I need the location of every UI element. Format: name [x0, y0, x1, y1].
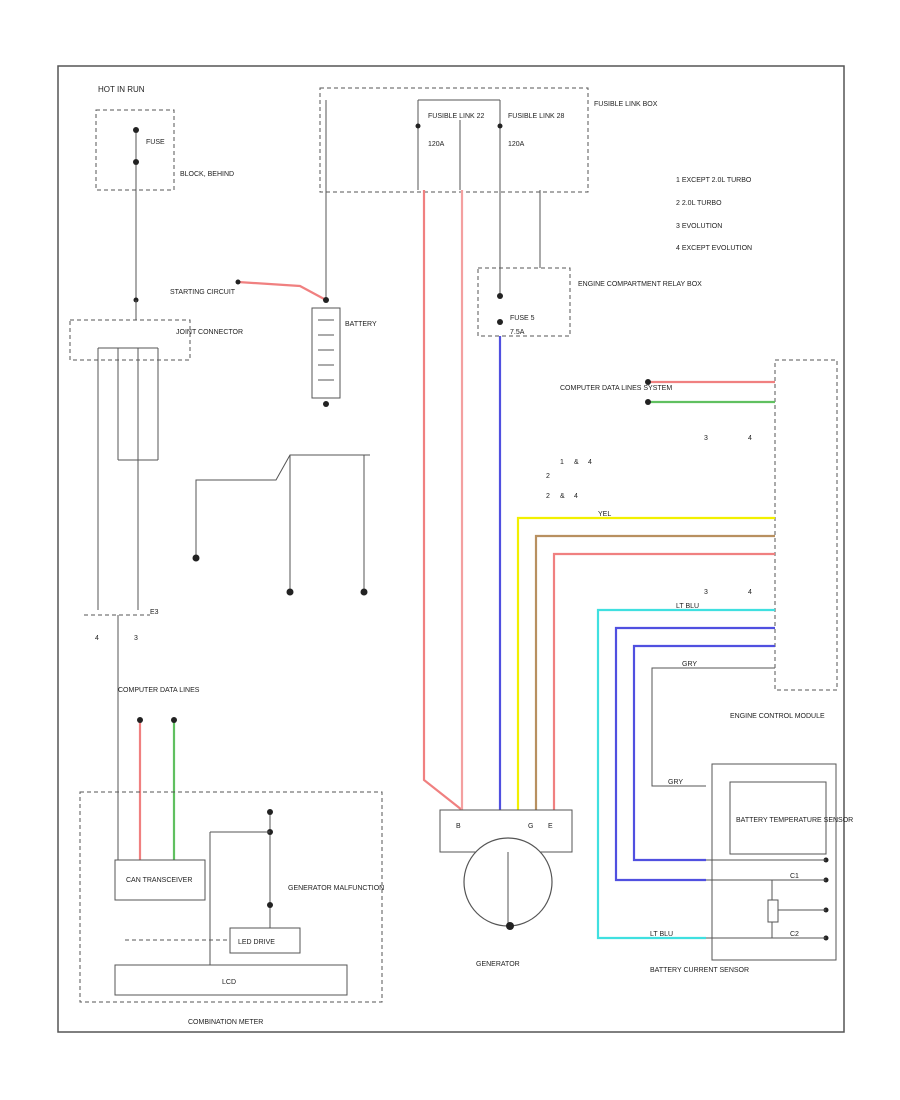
- hot-in-run-label: HOT IN RUN: [98, 85, 145, 94]
- fuse-terminal-top: [133, 127, 139, 133]
- fusible-link-box-label: FUSIBLE LINK BOX: [594, 101, 658, 108]
- svg-text:E3: E3: [150, 609, 159, 616]
- engine-compartment-relay-box-label: ENGINE COMPARTMENT RELAY BOX: [578, 281, 702, 288]
- legend-item-1: 1 EXCEPT 2.0L TURBO: [676, 177, 752, 184]
- wire-lt-blu-label: LT BLU: [676, 603, 699, 610]
- generator-malfunction-label: GENERATOR MALFUNCTION: [288, 885, 384, 892]
- fuse-block-box: [95, 109, 175, 191]
- generator-s-wire: [552, 552, 775, 810]
- battery-label: BATTERY: [345, 321, 377, 328]
- c1-terminal: C1: [790, 873, 799, 880]
- joint-connector-label: JOINT CONNECTOR: [176, 329, 243, 336]
- lt-blu-wire: [596, 608, 775, 940]
- svg-text:4: 4: [748, 435, 752, 442]
- diagram-frame: [57, 65, 845, 1033]
- wire-yel-label: YEL: [598, 511, 611, 518]
- lcd-box: [114, 964, 348, 996]
- fusible-link-box: [319, 87, 589, 193]
- joint-connector-box: [69, 319, 191, 361]
- blue-wire-2: [632, 644, 775, 862]
- svg-text:&: &: [574, 459, 579, 466]
- computer-data-lines-system-label: COMPUTER DATA LINES SYSTEM: [560, 385, 672, 392]
- c2-terminal: C2: [790, 931, 799, 938]
- svg-text:&: &: [560, 493, 565, 500]
- generator-g-terminal: G: [528, 823, 533, 830]
- fusible-link-22-amp: 120A: [428, 141, 445, 148]
- current-sense-resistor: [767, 899, 779, 923]
- legend-item-3: 3 EVOLUTION: [676, 223, 722, 230]
- battery-current-sensor-label: BATTERY CURRENT SENSOR: [650, 967, 749, 974]
- generator-l-wire: [516, 516, 775, 810]
- gry-wire: [651, 667, 775, 787]
- starting-circuit-label: STARTING CIRCUIT: [170, 289, 236, 296]
- legend-item-2: 2 2.0L TURBO: [676, 200, 722, 207]
- svg-text:4: 4: [95, 635, 99, 642]
- generator-b-wire-1: [422, 190, 463, 811]
- svg-text:3: 3: [704, 435, 708, 442]
- svg-text:LT BLU: LT BLU: [650, 931, 673, 938]
- led-drive-label: LED DRIVE: [238, 939, 275, 946]
- fusible-link-28-label: FUSIBLE LINK 28: [508, 113, 565, 120]
- fusible-link-28-amp: 120A: [508, 141, 525, 148]
- svg-text:4: 4: [748, 589, 752, 596]
- can-transceiver-box: [114, 859, 206, 901]
- svg-text:GRY: GRY: [668, 779, 683, 786]
- generator-e-terminal: E: [548, 823, 553, 830]
- svg-text:3: 3: [134, 635, 138, 642]
- lcd-label: LCD: [222, 979, 236, 986]
- fuse-box-location: BLOCK, BEHIND: [180, 171, 234, 178]
- fusible-link-22-label: FUSIBLE LINK 22: [428, 113, 485, 120]
- battery-temperature-sensor-box: [729, 781, 827, 855]
- fuse-terminal-bottom: [133, 159, 139, 165]
- engine-compartment-relay-box: [477, 267, 571, 337]
- generator-label: GENERATOR: [476, 961, 520, 968]
- led-drive-box: [229, 927, 301, 954]
- svg-text:4: 4: [588, 459, 592, 466]
- legend-item-4: 4 EXCEPT EVOLUTION: [676, 245, 752, 252]
- svg-text:2: 2: [546, 493, 550, 500]
- svg-text:1: 1: [560, 459, 564, 466]
- generator-b-terminal: B: [456, 823, 461, 830]
- computer-data-lines-label: COMPUTER DATA LINES: [118, 687, 200, 694]
- wire-gry-label: GRY: [682, 661, 697, 668]
- blue-wire-1: [614, 626, 775, 882]
- svg-text:2: 2: [546, 473, 550, 480]
- combination-meter-label: COMBINATION METER: [188, 1019, 263, 1026]
- fuse-5-amp: 7.5A: [510, 329, 525, 336]
- battery-symbol: [311, 307, 341, 399]
- fuse-5-label: FUSE 5: [510, 315, 535, 322]
- engine-control-module-box: [774, 359, 838, 691]
- combination-meter-box: [79, 791, 383, 1003]
- engine-control-module-label: ENGINE CONTROL MODULE: [730, 713, 825, 720]
- generator-fr-wire: [534, 534, 775, 810]
- svg-text:3: 3: [704, 589, 708, 596]
- can-transceiver-label: CAN TRANSCEIVER: [126, 877, 192, 884]
- starting-circuit-wire: [237, 280, 327, 301]
- svg-text:4: 4: [574, 493, 578, 500]
- fuse-label: FUSE: [146, 139, 165, 146]
- battery-temperature-sensor-label: BATTERY TEMPERATURE SENSOR: [736, 817, 853, 824]
